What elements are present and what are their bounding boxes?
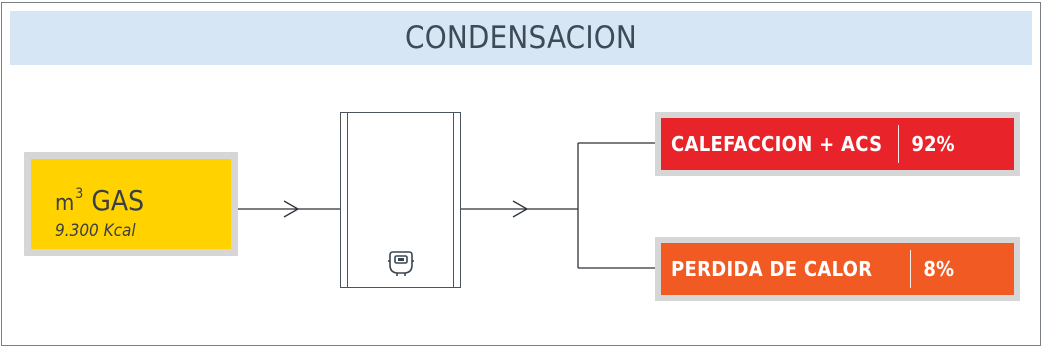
output-loss-percent: 8% [923, 257, 954, 281]
gas-heading: m3 GAS [55, 179, 231, 219]
gas-label: GAS [91, 184, 145, 217]
output-heating-percent: 92% [911, 132, 955, 156]
input-arrowhead [283, 200, 300, 218]
output-arrowhead [512, 200, 529, 218]
output-loss-box: PERDIDA DE CALOR 8% [655, 237, 1020, 301]
boiler-inner-left-edge [347, 113, 348, 287]
diagram-title: CONDENSACION [405, 20, 637, 56]
boiler-flame-icon [388, 251, 414, 276]
output-loss-divider [910, 250, 912, 288]
output-heating-divider [898, 125, 900, 163]
output-loss-label: PERDIDA DE CALOR [671, 257, 873, 281]
gas-unit: m [55, 191, 75, 216]
output-heating-box: CALEFACCION + ACS 92% [655, 112, 1020, 176]
boiler-inner-right-edge [453, 113, 454, 287]
gas-input-box: m3 GAS 9.300 Kcal [24, 152, 238, 256]
gas-unit-superscript: 3 [75, 186, 84, 202]
output-heating-label: CALEFACCION + ACS [671, 132, 883, 156]
title-bar: CONDENSACION [10, 11, 1032, 65]
boiler [340, 112, 461, 288]
gas-energy: 9.300 Kcal [55, 221, 136, 241]
